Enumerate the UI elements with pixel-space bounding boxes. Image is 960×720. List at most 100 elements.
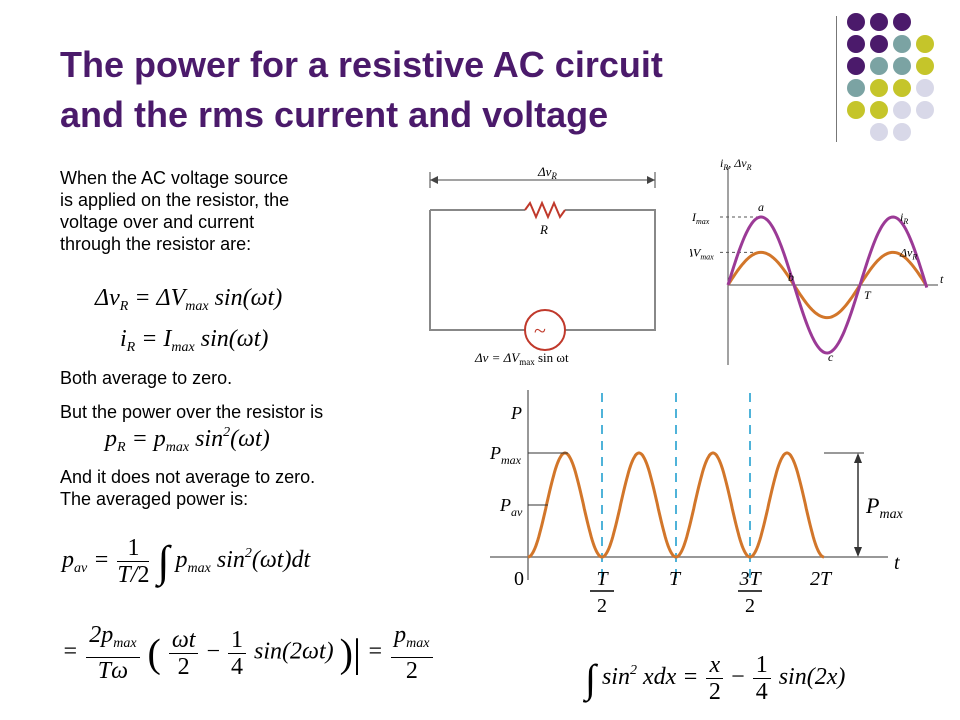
circuit-diagram: ΔvR R ~ Δv = ΔVmax sin ωt xyxy=(429,164,656,367)
decor-dot xyxy=(893,123,911,141)
eq-term: sin xyxy=(214,285,243,311)
decor-dot xyxy=(893,35,911,53)
ac-source-tilde: ~ xyxy=(534,318,546,343)
eq-term: p xyxy=(175,547,188,574)
frac-num: p xyxy=(394,622,407,648)
pmax-label: Pmax xyxy=(489,443,522,467)
current-curve-label: iR xyxy=(900,210,908,226)
decor-dot xyxy=(916,79,934,97)
decor-dot xyxy=(893,101,911,119)
eq-term: = I xyxy=(141,326,172,352)
decor-dot-grid xyxy=(847,13,934,141)
decor-dot xyxy=(870,123,888,141)
not-average-paragraph: And it does not average to zero. The ave… xyxy=(60,466,315,510)
pmax-amplitude-label: Pmax xyxy=(865,493,904,522)
tick-two-period: 2T xyxy=(810,568,833,590)
circuit-wire xyxy=(429,209,656,331)
decor-dot xyxy=(916,35,934,53)
dv-arrow-right xyxy=(647,176,655,184)
decor-dot xyxy=(847,57,865,75)
eq-term: = ΔV xyxy=(134,285,186,311)
frac-num: 2p xyxy=(89,622,114,648)
y-axis-label: iR, ΔvR xyxy=(720,156,752,172)
intro-line: When the AC voltage source xyxy=(60,168,289,188)
power-intro-text: But the power over the resistor is xyxy=(60,402,324,422)
eq-term: (ωt) xyxy=(228,326,269,352)
eq-term: − xyxy=(731,664,745,691)
fraction: ωt 2 xyxy=(168,627,199,680)
eq-sub: R xyxy=(119,299,129,314)
frac-num: 1 xyxy=(117,535,150,562)
eq-sup: 2 xyxy=(223,425,231,440)
decor-dot xyxy=(870,101,888,119)
p-axis-label: P xyxy=(510,403,522,423)
equation-average-power: pav = 1 T/2 ∫ pmax sin2(ωt)dt xyxy=(62,535,311,588)
pmax-arrow-head xyxy=(854,547,862,557)
eq-sub: max xyxy=(185,299,209,314)
imax-label: Imax xyxy=(691,210,710,226)
power-curve xyxy=(527,451,825,559)
fraction: 1 4 xyxy=(752,652,771,705)
frac-den: T xyxy=(117,562,131,588)
not-average-line: The averaged power is: xyxy=(60,489,249,509)
both-average-text: Both average to zero. xyxy=(60,368,233,388)
eq-term: p xyxy=(62,547,74,574)
decor-divider xyxy=(836,16,837,142)
eq-term: sin(2ωt) xyxy=(254,638,334,665)
slide-title: The power for a resistive AC circuit and… xyxy=(60,40,820,140)
eq-sub: R xyxy=(117,440,126,455)
decor-dot xyxy=(847,13,865,31)
pav-label: Pav xyxy=(499,495,523,519)
point-c-label: c xyxy=(828,350,834,364)
eq-term: − xyxy=(206,638,221,665)
eq-term: = p xyxy=(131,426,166,452)
intro-paragraph: When the AC voltage source is applied on… xyxy=(60,167,380,255)
ac-source-symbol xyxy=(524,309,566,351)
eq-term: (ωt) xyxy=(251,547,292,574)
eq-sup: 2 xyxy=(629,663,637,679)
source-label: Δv = ΔVmax sin ωt xyxy=(474,350,569,367)
eq-term: dt xyxy=(291,547,311,574)
eq-sup: 2 xyxy=(244,546,252,562)
point-b-label: b xyxy=(788,270,794,284)
tick-three-half-period-num: 3T xyxy=(738,568,762,590)
eq-term: p xyxy=(105,426,117,452)
eq-sub: max xyxy=(171,340,195,355)
decor-dot xyxy=(870,57,888,75)
decor-dot xyxy=(847,79,865,97)
eq-term: i xyxy=(120,326,127,352)
decor-dot xyxy=(916,57,934,75)
intro-line: through the resistor are: xyxy=(60,234,252,254)
fraction: 1 4 xyxy=(228,627,247,680)
intro-line: voltage over and current xyxy=(60,212,255,232)
tick-zero: 0 xyxy=(514,568,524,590)
frac-den: 4 xyxy=(231,653,244,680)
decor-dot xyxy=(893,57,911,75)
current-voltage-graph: iR, ΔvRImaxΔVmaxabcTtiRΔvR xyxy=(690,156,944,365)
time-label: t xyxy=(940,272,944,286)
eq-term: sin xyxy=(601,664,630,691)
dvmax-label: ΔVmax xyxy=(690,245,714,261)
tick-period: T xyxy=(669,568,682,590)
frac-den: 2 xyxy=(177,653,190,680)
eq-term: sin xyxy=(195,426,224,452)
decor-dot xyxy=(870,79,888,97)
time-label: t xyxy=(894,552,900,574)
voltage-curve-label: ΔvR xyxy=(899,245,917,261)
eq-sub: max xyxy=(113,636,137,651)
not-average-line: And it does not average to zero. xyxy=(60,467,316,487)
decor-dot xyxy=(893,79,911,97)
tick-half-period-den: 2 xyxy=(597,595,607,615)
decor-dot xyxy=(893,13,911,31)
decor-dot xyxy=(916,101,934,119)
decor-dot xyxy=(847,35,865,53)
tick-three-half-period-den: 2 xyxy=(745,595,755,615)
decor-dot xyxy=(847,101,865,119)
eq-term: sin xyxy=(200,326,229,352)
eq-term: sin xyxy=(216,547,245,574)
voltage-curve xyxy=(726,250,929,320)
title-line-2: and the rms current and voltage xyxy=(60,94,609,135)
eq-term: (ωt) xyxy=(242,285,283,311)
point-a-label: a xyxy=(758,200,764,214)
